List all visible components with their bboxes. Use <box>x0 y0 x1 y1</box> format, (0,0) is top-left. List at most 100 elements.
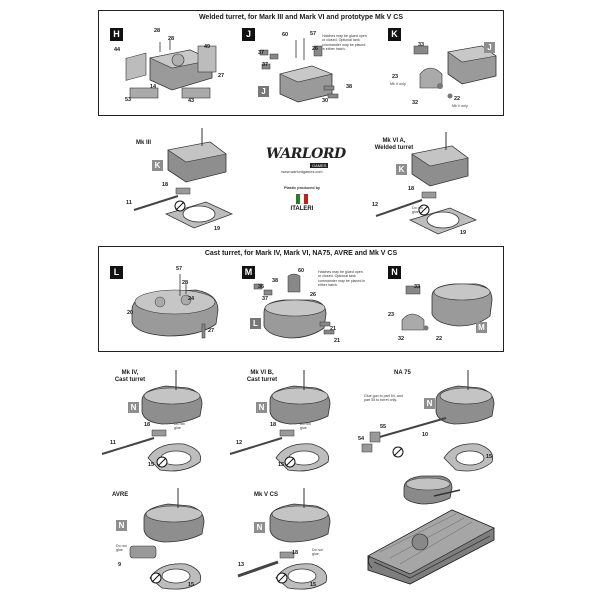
part-number: 37 <box>262 296 269 302</box>
part-number: 28 <box>154 28 161 34</box>
part-number: 36 <box>258 284 265 290</box>
mk-vi-b-label-line2: Cast turret <box>246 377 278 383</box>
mk-v-only-note: Mk V only <box>390 82 406 86</box>
na-75-label: NA 75 <box>394 370 411 376</box>
step-n-badge: N <box>388 266 401 279</box>
part-number: 37 <box>262 62 269 68</box>
step-k-ref-badge: J <box>484 42 495 53</box>
part-number: 23 <box>392 74 399 80</box>
do-not-glue-note: Do not glue <box>312 548 323 557</box>
part-number: 49 <box>204 44 211 50</box>
mk-vi-b-label: Mk VI B, Cast turret <box>240 370 284 384</box>
part-number: 27 <box>208 328 215 334</box>
part-number: 19 <box>460 230 467 236</box>
part-number: 55 <box>380 424 387 430</box>
part-number: 26 <box>312 46 319 52</box>
welded-turret-title: Welded turret, for Mark III and Mark VI … <box>198 14 404 21</box>
mk-v-cs-assembly <box>237 488 331 590</box>
do-not-glue-note: Do not glue <box>300 422 311 431</box>
part-number: 14 <box>150 84 157 90</box>
part-number: 60 <box>282 32 289 38</box>
do-not-glue-note: Do not glue <box>412 206 423 215</box>
hatch-note: Hatches may be glued open or closed. Opt… <box>322 34 367 52</box>
part-number: 15 <box>310 582 317 588</box>
step-j-turret-hatches <box>259 38 339 103</box>
step-n-cast-turret-mantlet <box>401 283 493 331</box>
part-number: 18 <box>408 186 415 192</box>
step-h-badge: H <box>110 28 123 41</box>
na-75-glue-note: Glue gun to part 54, and part 55 to turr… <box>364 394 403 403</box>
part-number: 11 <box>126 200 132 206</box>
step-l-badge: L <box>110 266 123 279</box>
part-number: 33 <box>414 284 421 290</box>
step-h-turret-parts <box>125 40 217 99</box>
part-number: 24 <box>188 296 195 302</box>
mk-iv-label-line2: Cast turret <box>114 377 146 383</box>
step-j-badge: J <box>242 28 255 41</box>
avre-ref-badge: N <box>116 520 127 531</box>
produced-by-text: Plastic produced by <box>283 186 321 190</box>
part-number: 37 <box>258 50 265 56</box>
warlord-logo: WARLORD <box>266 146 346 162</box>
part-number: 38 <box>346 84 353 90</box>
part-number: 26 <box>310 292 317 298</box>
part-number: 32 <box>398 336 405 342</box>
hatch-note: Hatches may be glued open or closed. Opt… <box>318 270 366 288</box>
part-number: 57 <box>310 31 317 37</box>
part-number: 21 <box>330 326 337 332</box>
part-number: 28 <box>182 280 189 286</box>
cast-turret-title: Cast turret, for Mark IV, Mark VI, NA75,… <box>204 250 398 257</box>
part-number: 33 <box>418 42 425 48</box>
part-number: 15 <box>188 582 195 588</box>
mk-vi-a-ref-badge: K <box>396 164 407 175</box>
part-number: 18 <box>162 182 169 188</box>
na-75-assembly <box>361 370 495 472</box>
part-number: 32 <box>412 100 419 106</box>
part-number: 21 <box>334 338 341 344</box>
part-number: 18 <box>270 422 277 428</box>
part-number: 22 <box>454 96 461 102</box>
mk-iv-ref-badge: N <box>128 402 139 413</box>
mk-iv-label-line1: Mk IV, <box>121 370 139 376</box>
step-m-ref-badge: L <box>250 318 261 329</box>
avre-assembly <box>129 488 205 590</box>
mk-iii-ref-badge: K <box>152 160 163 171</box>
do-not-glue-note: Do not glue <box>116 544 127 553</box>
part-number: 19 <box>214 226 221 232</box>
do-not-glue-note: Do not glue <box>174 422 185 431</box>
mk-iii-label: Mk III <box>136 140 152 146</box>
part-number: 11 <box>110 440 116 446</box>
mk-vi-a-label-line2: Welded turret <box>374 145 414 151</box>
part-number: 9 <box>118 562 122 568</box>
step-k-badge: K <box>388 28 401 41</box>
part-number: 57 <box>176 266 183 272</box>
mk-v-cs-ref-badge: N <box>254 522 265 533</box>
step-m-cast-turret-hatches <box>253 273 335 339</box>
mk-v-cs-label: Mk V CS <box>254 492 279 498</box>
mk-v-only-note: Mk V only <box>452 104 468 108</box>
part-number: 12 <box>372 202 379 208</box>
part-number: 15 <box>148 462 155 468</box>
mk-iv-label: Mk IV, Cast turret <box>108 370 152 384</box>
mk-vi-a-label-line1: Mk VI A, <box>382 138 406 144</box>
part-number: 18 <box>144 422 151 428</box>
mk-iv-assembly <box>101 370 203 472</box>
part-number: 18 <box>292 550 299 556</box>
part-number: 23 <box>388 312 395 318</box>
part-number: 15 <box>278 462 285 468</box>
step-l-cast-turret <box>131 274 219 339</box>
part-number: 13 <box>238 562 245 568</box>
mk-vi-b-ref-badge: N <box>256 402 267 413</box>
step-m-badge: M <box>242 266 255 279</box>
part-number: 15 <box>486 454 493 460</box>
part-number: 60 <box>298 268 305 274</box>
mk-vi-b-assembly <box>229 370 331 472</box>
avre-label: AVRE <box>112 492 129 498</box>
italeri-name: ITALERI <box>290 206 314 212</box>
completed-tank-illustration <box>367 475 495 585</box>
part-number: 38 <box>272 278 279 284</box>
part-number: 43 <box>188 98 195 104</box>
part-number: 12 <box>236 440 243 446</box>
part-number: 22 <box>436 336 443 342</box>
mk-vi-a-assembly <box>375 132 478 235</box>
